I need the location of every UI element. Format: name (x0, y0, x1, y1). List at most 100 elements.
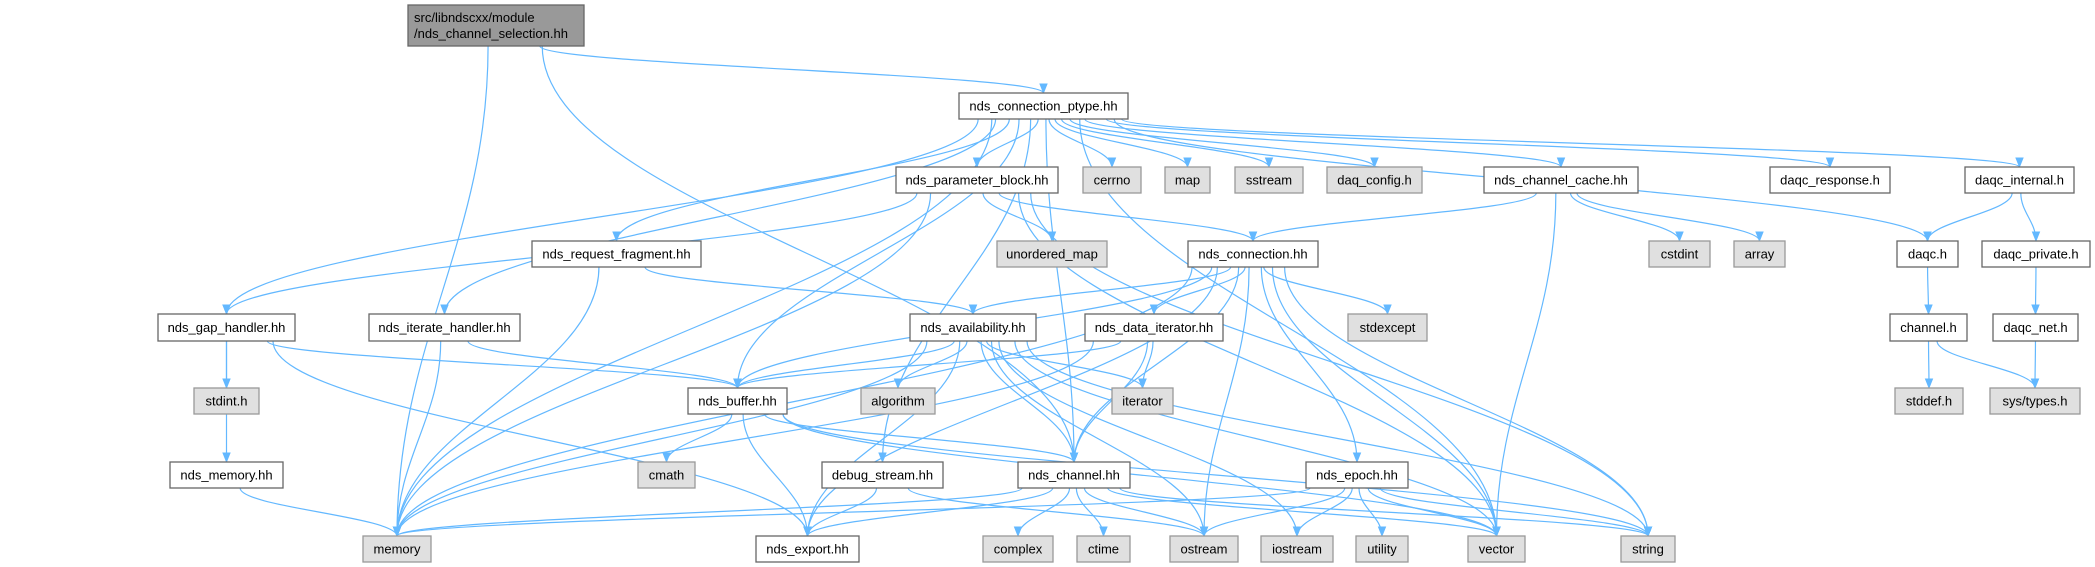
node-label: debug_stream.hh (832, 468, 933, 483)
node-epoch[interactable]: nds_epoch.hh (1305, 461, 1409, 489)
node-memoryhh[interactable]: nds_memory.hh (169, 461, 284, 489)
node-conn[interactable]: nds_connection.hh (1187, 240, 1319, 268)
node-label: daqc.h (1908, 247, 1947, 262)
node-label: nds_connection.hh (1198, 247, 1307, 262)
node-label: nds_iterate_handler.hh (378, 320, 510, 335)
node-box (895, 166, 1059, 194)
node-daqch[interactable]: daqc.h (1896, 240, 1959, 268)
node-box (362, 535, 432, 563)
edge-conn-to-channel (1069, 266, 1240, 464)
node-box (1981, 240, 2091, 268)
node-label: complex (994, 542, 1043, 557)
edge-ptype-to-gap (222, 118, 979, 316)
node-label: iterator (1122, 394, 1163, 409)
node-label: nds_export.hh (766, 542, 848, 557)
node-buffer[interactable]: nds_buffer.hh (687, 387, 788, 415)
node-label: nds_channel_cache.hh (1494, 173, 1628, 188)
node-label: cstdint (1661, 247, 1699, 262)
node-dataiter[interactable]: nds_data_iterator.hh (1084, 313, 1224, 342)
edge-ptype-to-buffer (733, 118, 1020, 390)
edge-buffer-to-export (742, 413, 812, 538)
edge-conn-to-dataiter (1149, 266, 1246, 316)
node-debug[interactable]: debug_stream.hh (821, 461, 944, 489)
edge-conn-to-ostream (1199, 266, 1250, 538)
edge-channel-to-memory (392, 487, 1023, 538)
edge-chcache-to-array (1576, 192, 1764, 243)
node-box (860, 387, 936, 415)
node-iter[interactable]: nds_iterate_handler.hh (368, 313, 521, 342)
edge-conn-to-memory (392, 266, 1193, 538)
node-box (687, 387, 788, 415)
node-box (1017, 461, 1131, 489)
node-box (1260, 535, 1334, 563)
edge-iter-to-memory (392, 340, 442, 538)
edge-avail-to-vector (1014, 340, 1501, 538)
node-label: ctime (1088, 542, 1119, 557)
node-export[interactable]: nds_export.hh (755, 535, 860, 563)
node-param[interactable]: nds_parameter_block.hh (895, 166, 1059, 194)
node-label: algorithm (871, 394, 924, 409)
node-memory: memory (362, 535, 432, 563)
node-box (1084, 313, 1224, 342)
node-root[interactable]: src/libndscxx/module/nds_channel_selecti… (407, 4, 585, 47)
node-box (1894, 387, 1964, 415)
edge-ptype-to-daqconfig (1069, 118, 1379, 169)
node-channelh[interactable]: channel.h (1889, 313, 1968, 342)
edge-channel-to-vector (1107, 487, 1501, 538)
node-label: utility (1367, 542, 1397, 557)
node-box (531, 240, 702, 268)
node-map: map (1164, 166, 1211, 194)
node-label: daqc_internal.h (1975, 173, 2064, 188)
node-label: nds_gap_handler.hh (168, 320, 286, 335)
edge-root-to-channel (541, 45, 1079, 464)
edge-avail-to-string (1026, 340, 1653, 538)
node-stddef: stddef.h (1894, 387, 1964, 415)
edge-gap-to-buffer (266, 340, 742, 390)
node-label: vector (1479, 542, 1515, 557)
edge-conn-to-avail (968, 266, 1232, 316)
node-label: nds_connection_ptype.hh (969, 99, 1117, 114)
edge-root-to-ptype (539, 45, 1048, 95)
edge-daqch-to-channelh (1924, 266, 1933, 316)
node-label: daq_config.h (1337, 173, 1411, 188)
edge-param-to-conn (998, 192, 1258, 243)
node-box (909, 313, 1037, 342)
node-avail[interactable]: nds_availability.hh (909, 313, 1037, 342)
node-daqcint[interactable]: daqc_internal.h (1964, 166, 2075, 194)
node-box (1620, 535, 1676, 563)
node-gap[interactable]: nds_gap_handler.hh (157, 313, 296, 342)
node-box (1896, 240, 1959, 268)
node-daqcnet[interactable]: daqc_net.h (1992, 313, 2079, 342)
edge-chcache-to-conn (1248, 192, 1537, 243)
node-ptype[interactable]: nds_connection_ptype.hh (958, 92, 1129, 120)
node-daqcpriv[interactable]: daqc_private.h (1981, 240, 2091, 268)
edge-avail-to-channel (980, 340, 1079, 464)
edge-epoch-to-vector (1367, 487, 1501, 538)
node-box (1467, 535, 1526, 563)
edge-buffer-to-cmath (662, 413, 733, 464)
node-label: nds_request_fragment.hh (542, 247, 690, 262)
edge-ptype-to-chcache (1084, 118, 1566, 169)
node-daqcresp[interactable]: daqc_response.h (1769, 166, 1891, 194)
node-label: nds_channel.hh (1028, 468, 1120, 483)
node-iostream: iostream (1260, 535, 1334, 563)
edge-epoch-to-memory (393, 487, 1311, 538)
edge-param-to-memory (392, 192, 932, 538)
node-channel[interactable]: nds_channel.hh (1017, 461, 1131, 489)
edge-epoch-to-utility (1358, 487, 1387, 538)
node-box (1648, 240, 1711, 268)
node-box (1347, 313, 1428, 342)
edge-conn-to-stdexcept (1263, 266, 1392, 316)
node-chcache[interactable]: nds_channel_cache.hh (1483, 166, 1639, 194)
node-reqfrag[interactable]: nds_request_fragment.hh (531, 240, 702, 268)
node-label: stdexcept (1360, 320, 1416, 335)
node-box (407, 4, 585, 47)
edge-daqcint-to-daqcpriv (2020, 192, 2041, 243)
node-label: sstream (1246, 173, 1292, 188)
edge-conn-to-export (803, 266, 1218, 538)
node-label: sys/types.h (2002, 394, 2067, 409)
node-cmath: cmath (637, 461, 696, 489)
nodes-layer: src/libndscxx/module/nds_channel_selecti… (157, 4, 2091, 563)
node-label: ostream (1181, 542, 1228, 557)
